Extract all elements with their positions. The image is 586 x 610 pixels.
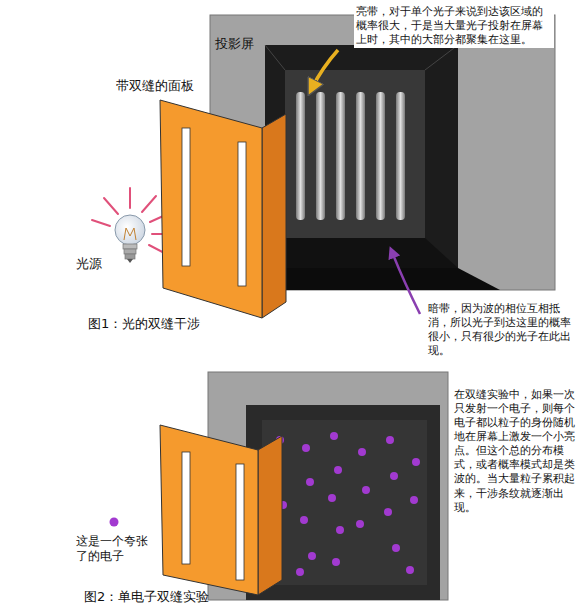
figure-caption: 图1：光的双缝干涉: [88, 316, 248, 333]
electron-dot: [110, 518, 119, 527]
callout-note: 亮带，对于单个光子来说到达该区域的概率很大，于是当大量光子投射在屏幕上时，其中的…: [354, 4, 554, 48]
part-label: 投影屏: [215, 36, 265, 53]
double-slit-panel: [160, 100, 286, 318]
part-label: 光源: [76, 256, 116, 273]
double-slit-panel: [160, 425, 282, 595]
light-bulb: [115, 215, 145, 263]
bright-band-arrow: [312, 50, 338, 88]
figure-caption: 图2：单电子双缝实验: [84, 589, 244, 606]
projection-screen: [208, 372, 448, 600]
callout-note: 在双缝实验中，如果一次只发射一个电子，则每个电子都以粒子的身份随机地在屏幕上激发…: [454, 388, 580, 515]
callout-note: 暗带，因为波的相位互相抵消，所以光子到达这里的概率很小，只有很少的光子在此出现。: [428, 302, 580, 358]
electron-hits: [272, 432, 420, 576]
part-label: 带双缝的面板: [116, 78, 226, 95]
part-label: 这是一个夸张了的电子: [76, 534, 152, 565]
dark-band-arrow: [392, 252, 420, 314]
